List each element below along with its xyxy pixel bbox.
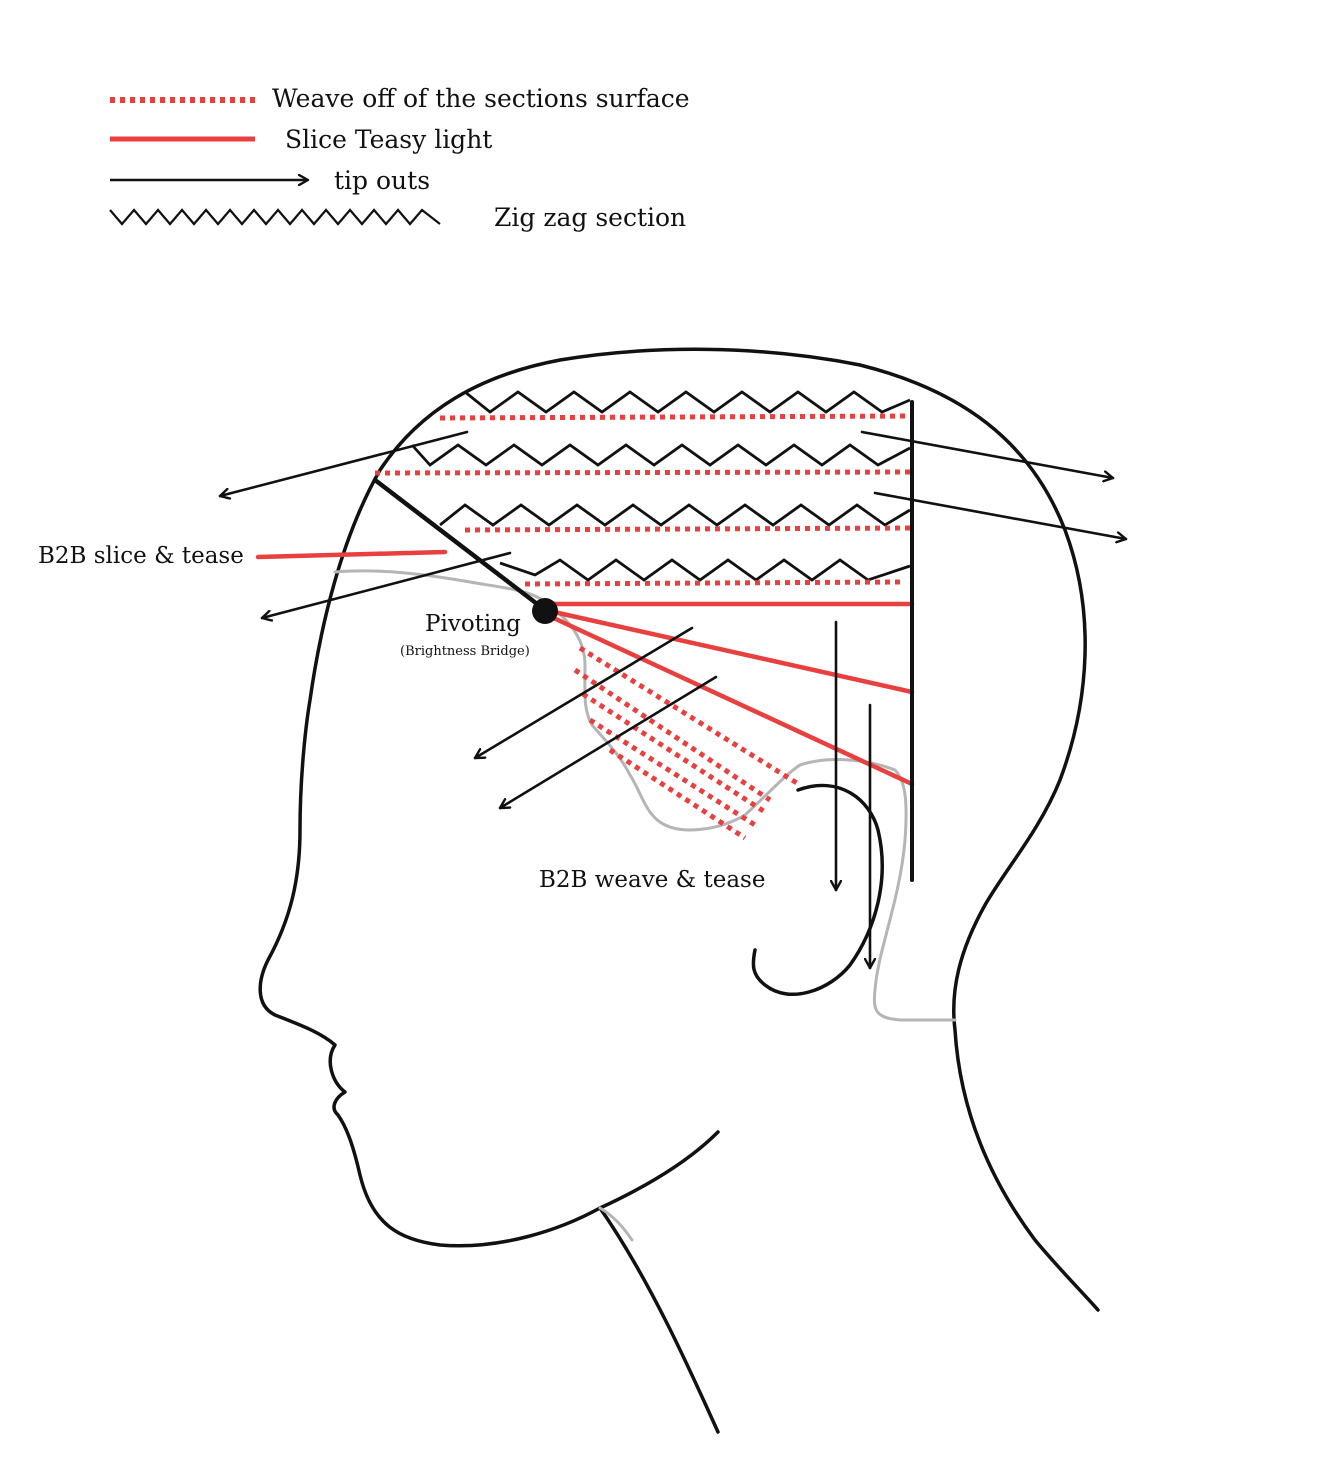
head-profile: [258, 347, 1100, 1434]
hairline-outline: [333, 569, 957, 1242]
zigzag-section-3: [439, 503, 911, 527]
head-outline: [258, 347, 1100, 1434]
pivot-diagonal-line: [372, 477, 548, 613]
neck-crease: [598, 1206, 634, 1242]
zigzag-section-1: [464, 390, 911, 414]
legend-label-slice: Slice Teasy light: [285, 125, 492, 154]
weave-line-fan-3: [581, 691, 767, 815]
tip-out-arrow-5: [473, 626, 694, 760]
legend-item-weave: Weave off of the sections surface: [110, 84, 690, 113]
tip-out-arrow-6: [498, 675, 718, 810]
slice-line-diagonal-1: [542, 607, 915, 695]
tip-out-arrow-4: [873, 491, 1128, 539]
legend-item-slice: Slice Teasy light: [110, 125, 492, 154]
label-b2b-slice-tease: B2B slice & tease: [38, 543, 244, 569]
ear-outline: [751, 783, 884, 996]
zigzag-section-2: [410, 443, 911, 467]
tip-out-arrow-2: [260, 551, 512, 618]
legend-item-zigzag: Zig zag section: [109, 203, 686, 232]
weave-line-2: [374, 469, 913, 476]
pivot-point: [532, 598, 558, 624]
b2b-slice-line: [255, 549, 448, 560]
weave-line-fan-2: [573, 667, 772, 803]
tip-out-arrow-3: [860, 430, 1115, 478]
label-pivoting: Pivoting: [425, 611, 521, 637]
jaw-line: [598, 1130, 720, 1210]
tip-out-arrow-1: [218, 430, 469, 496]
weave-line-fan-4: [588, 717, 757, 828]
legend-label-tip-outs: tip outs: [334, 166, 430, 195]
legend-label-zigzag: Zig zag section: [494, 203, 686, 232]
weave-line-1: [439, 413, 913, 421]
legend: Weave off of the sections surface Slice …: [109, 84, 690, 232]
slice-lines: [255, 549, 915, 787]
label-brightness-bridge: (Brightness Bridge): [400, 644, 530, 659]
legend-item-tip-outs: tip outs: [110, 166, 430, 195]
legend-label-weave: Weave off of the sections surface: [272, 84, 690, 113]
legend-zigzag-symbol: [109, 208, 441, 226]
label-b2b-weave-tease: B2B weave & tease: [539, 867, 765, 893]
tip-out-arrows: [218, 430, 1128, 970]
structure-lines: [372, 400, 914, 882]
zigzag-sections: [410, 390, 911, 582]
annotations: B2B slice & tease Pivoting (Brightness B…: [38, 543, 765, 893]
weave-line-fan-1: [578, 645, 802, 788]
weave-line-4: [524, 579, 901, 587]
weave-line-3: [464, 525, 913, 533]
slice-line-diagonal-2: [542, 611, 915, 787]
front-hairline: [333, 569, 957, 1022]
zigzag-section-4: [499, 558, 911, 582]
weave-line-fan-5: [608, 747, 747, 841]
